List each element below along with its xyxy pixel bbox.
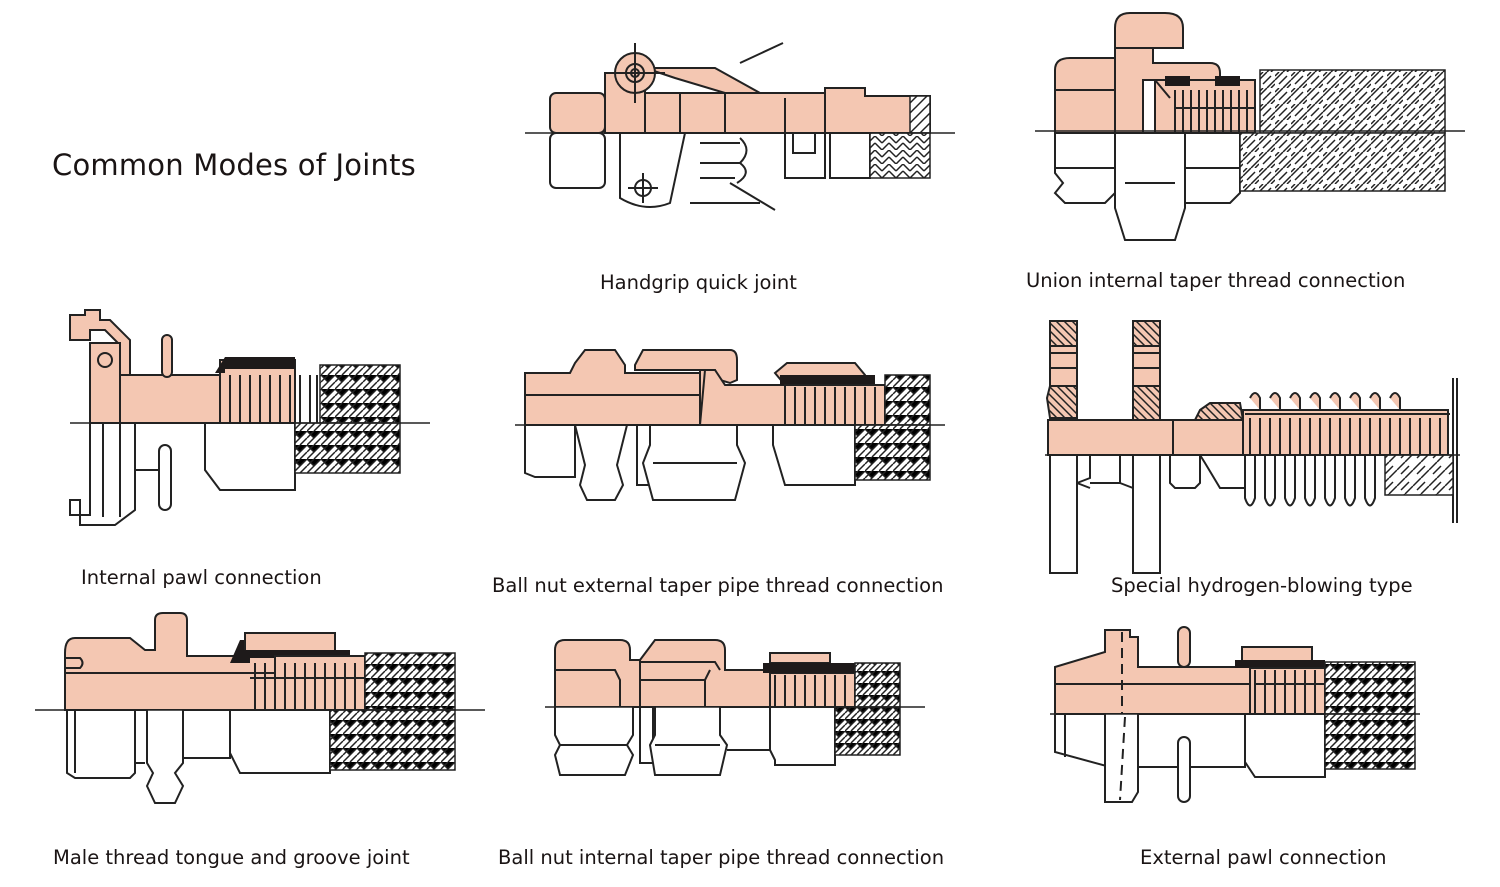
corrugated-tube xyxy=(250,663,365,710)
diagram-special-hydrogen-blowing xyxy=(1045,318,1465,582)
upper-half-section xyxy=(1045,320,1458,523)
diagram-internal-pawl xyxy=(55,305,435,539)
lower-half-section xyxy=(549,132,931,211)
caption-ball-nut-internal-taper: Ball nut internal taper pipe thread conn… xyxy=(498,846,945,869)
upper-half-section xyxy=(64,612,456,711)
corrugated-tube xyxy=(774,675,846,707)
corrugated-tube xyxy=(1254,670,1325,714)
corrugated-tube xyxy=(1249,392,1441,455)
diagram-union-internal-taper-thread xyxy=(1035,8,1465,257)
upper-half-section xyxy=(554,639,901,708)
caption-male-thread-tongue-groove: Male thread tongue and groove joint xyxy=(53,846,410,869)
corrugated-tube xyxy=(229,375,318,423)
lower-half-section xyxy=(1053,132,1446,241)
caption-ball-nut-external-taper: Ball nut external taper pipe thread conn… xyxy=(492,574,944,597)
lower-half-section xyxy=(1049,454,1454,574)
upper-half-section xyxy=(1054,12,1446,134)
caption-union-internal-taper-thread: Union internal taper thread connection xyxy=(1026,269,1406,292)
lower-half-section xyxy=(1054,713,1416,803)
caption-internal-pawl: Internal pawl connection xyxy=(81,566,322,589)
diagram-ball-nut-external-taper xyxy=(515,345,945,514)
lower-half-section xyxy=(553,706,901,776)
page-title: Common Modes of Joints xyxy=(52,148,416,182)
lower-half-section xyxy=(524,424,931,501)
diagram-external-pawl xyxy=(1050,622,1425,811)
upper-half-section xyxy=(1054,626,1416,715)
upper-half-section xyxy=(524,349,931,426)
diagram-male-thread-tongue-groove xyxy=(35,608,490,817)
caption-special-hydrogen-blowing: Special hydrogen-blowing type xyxy=(1111,574,1413,597)
caption-handgrip-quick-joint: Handgrip quick joint xyxy=(600,271,797,294)
upper-half-section xyxy=(69,309,401,424)
upper-half-section xyxy=(549,42,931,134)
lower-half-section xyxy=(66,709,456,804)
corrugated-tube xyxy=(1174,90,1255,133)
corrugated-tube xyxy=(794,387,876,425)
diagram-handgrip-quick-joint xyxy=(525,38,955,227)
caption-external-pawl: External pawl connection xyxy=(1140,846,1387,869)
diagram-ball-nut-internal-taper xyxy=(545,635,930,789)
bellows-lower xyxy=(1244,455,1376,507)
lower-half-section xyxy=(69,422,401,526)
